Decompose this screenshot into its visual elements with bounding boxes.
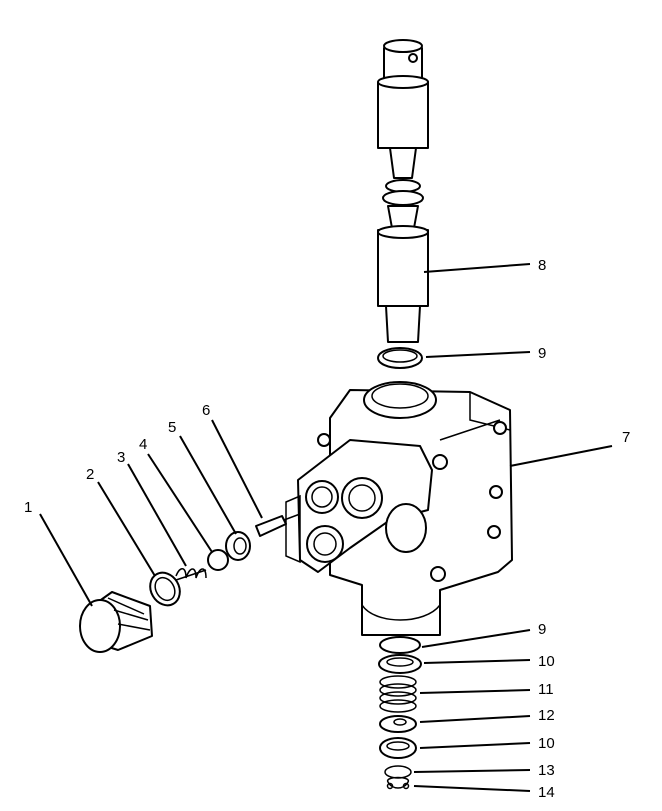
spring-part-3: [175, 568, 207, 581]
o-ring-part-9-lower: [379, 636, 421, 654]
washer-part-10-upper: [378, 654, 422, 674]
callout-2: 2: [86, 466, 94, 483]
callout-11: 11: [538, 681, 554, 698]
callout-10-lower: 10: [538, 735, 555, 752]
spring-part-11: [379, 675, 417, 713]
callout-6: 6: [202, 402, 210, 419]
o-ring-part-2: [149, 571, 181, 607]
callout-9-upper: 9: [538, 345, 546, 362]
leader-lines: [39, 263, 613, 792]
callout-14: 14: [538, 784, 555, 801]
spool-part-8: [377, 39, 429, 343]
valve-body-part-7: [285, 381, 513, 636]
plug-part-1: [79, 591, 153, 653]
retaining-ring-part-13: [384, 765, 412, 779]
callout-8: 8: [538, 257, 546, 274]
washer-part-12: [379, 715, 417, 733]
callout-3: 3: [117, 449, 125, 466]
pin-part-6: [255, 513, 301, 537]
callout-1: 1: [24, 499, 32, 516]
washer-part-10-lower: [379, 737, 417, 759]
callout-13: 13: [538, 762, 555, 779]
snap-ring-part-14: [386, 776, 410, 790]
callout-10-upper: 10: [538, 653, 555, 670]
callout-12: 12: [538, 707, 555, 724]
o-ring-part-9-upper: [377, 347, 423, 369]
callout-5: 5: [168, 419, 176, 436]
callout-4: 4: [139, 436, 147, 453]
callout-9-lower: 9: [538, 621, 546, 638]
callout-7: 7: [622, 429, 630, 446]
callout-labels: 1 2 3 4 5 6 7 8 9 9 10 11 12 10 13 14: [24, 257, 630, 801]
ball-part-4: [207, 549, 229, 571]
poppet-part-5: [225, 531, 251, 561]
